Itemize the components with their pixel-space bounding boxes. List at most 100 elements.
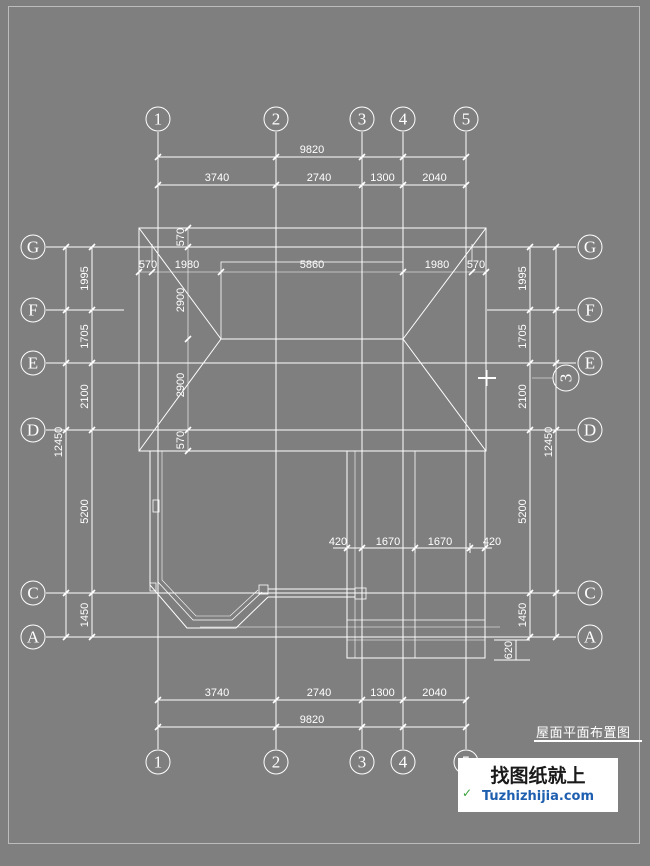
title-underline [534, 740, 642, 742]
drawing-frame [8, 6, 640, 844]
watermark-url: Tuzhizhijia.com [481, 789, 595, 804]
dimension-tick [552, 589, 560, 597]
dimension-tick [62, 633, 70, 641]
axis-bubble-C [20, 580, 46, 606]
axis-label-A-left: A [27, 628, 40, 647]
dimension-tick [462, 696, 470, 704]
roof-depth-dimension: 570 [175, 228, 187, 246]
dimension-tick [343, 544, 351, 552]
axis-label-5-top: 5 [462, 110, 471, 129]
dimension-tick [526, 426, 534, 434]
axis-label-3-bottom: 3 [358, 753, 367, 772]
top-span-dimension: 1300 [370, 172, 394, 184]
axis-label-4-bottom: 4 [399, 753, 408, 772]
axis-label-D-right: D [584, 421, 596, 440]
axis-bubble-A [577, 624, 603, 650]
left-span-dimension: 1995 [79, 266, 91, 290]
dimension-tick [358, 723, 366, 731]
hip-line-top-right [402, 227, 487, 340]
dimension-tick [272, 181, 280, 189]
top-total-dimension: 9820 [300, 144, 324, 156]
bottom-span-dimension: 3740 [205, 687, 229, 699]
axis-label-1-bottom: 1 [154, 753, 163, 772]
bottom-total-dimension: 9820 [300, 714, 324, 726]
dimension-tick [135, 268, 143, 276]
dimension-tick [154, 696, 162, 704]
dimension-tick [358, 181, 366, 189]
roof-width-dimension: 5860 [300, 259, 324, 271]
dimension-tick [358, 544, 366, 552]
right-total-dimension: 12450 [543, 427, 555, 458]
axis-bubble-D [577, 417, 603, 443]
dimension-tick [154, 723, 162, 731]
left-span-dimension: 1450 [79, 603, 91, 627]
dimension-tick [411, 544, 419, 552]
dimension-tick [88, 633, 96, 641]
ridge-reference-box [220, 261, 404, 340]
dimension-tick [552, 633, 560, 641]
axis-bubble-G [577, 234, 603, 260]
dimension-tick [62, 243, 70, 251]
top-span-dimension: 2740 [307, 172, 331, 184]
axis-label-G-left: G [27, 238, 39, 257]
axis-label-A-right: A [584, 628, 597, 647]
section-mark-label: 3 [557, 374, 576, 383]
roof-width-dimension: 1980 [175, 259, 199, 271]
dimension-tick [552, 306, 560, 314]
left-span-dimension: 2100 [79, 384, 91, 408]
axis-label-1-top: 1 [154, 110, 163, 129]
porch-width-dimension: 1670 [428, 536, 452, 548]
axis-label-C-left: C [27, 584, 38, 603]
dimension-tick [184, 335, 192, 343]
dimension-tick [399, 181, 407, 189]
bottom-span-dimension: 2740 [307, 687, 331, 699]
axis-label-F-right: F [585, 301, 594, 320]
axis-bubble-F [20, 297, 46, 323]
hip-line-bottom-right [402, 338, 487, 452]
watermark-leaf-icon: ✓ [462, 786, 473, 800]
dimension-tick [399, 153, 407, 161]
dimension-tick [526, 589, 534, 597]
dimension-tick [154, 181, 162, 189]
dimension-tick [466, 544, 474, 552]
left-span-dimension: 5200 [79, 499, 91, 523]
dimension-tick [184, 426, 192, 434]
bottom-span-dimension: 2040 [422, 687, 446, 699]
axis-bubble-E [20, 350, 46, 376]
dimension-tick [272, 723, 280, 731]
right-span-dimension: 2100 [517, 384, 529, 408]
axis-bubble-3 [349, 106, 375, 132]
axis-bubble-3 [349, 749, 375, 775]
dimension-tick [399, 696, 407, 704]
right-span-dimension: 5200 [517, 499, 529, 523]
axis-label-F-left: F [28, 301, 37, 320]
dimension-tick [399, 268, 407, 276]
axis-bubble-E [577, 350, 603, 376]
axis-label-C-right: C [584, 584, 595, 603]
axis-bubble-2 [263, 749, 289, 775]
axis-bubble-4 [390, 749, 416, 775]
left-total-dimension: 12450 [53, 427, 65, 458]
dimension-tick [88, 306, 96, 314]
axis-label-4-top: 4 [399, 110, 408, 129]
dimension-tick [184, 243, 192, 251]
axis-label-E-right: E [585, 354, 595, 373]
roof-depth-dimension: 570 [175, 431, 187, 449]
dimension-tick [399, 723, 407, 731]
dimension-tick [88, 426, 96, 434]
roof-width-dimension: 570 [139, 259, 157, 271]
roof-width-dimension: 570 [467, 259, 485, 271]
dimension-tick [526, 306, 534, 314]
watermark-name: 找图纸就上 [490, 765, 586, 787]
porch-width-dimension: 420 [329, 536, 347, 548]
bottom-span-dimension: 1300 [370, 687, 394, 699]
dimension-tick [88, 359, 96, 367]
dimension-tick [88, 589, 96, 597]
axis-bubble-2 [263, 106, 289, 132]
hip-line-bottom-left [138, 338, 222, 452]
dimension-tick [462, 153, 470, 161]
left-span-dimension: 1705 [79, 324, 91, 348]
right-span-dimension: 1705 [517, 324, 529, 348]
